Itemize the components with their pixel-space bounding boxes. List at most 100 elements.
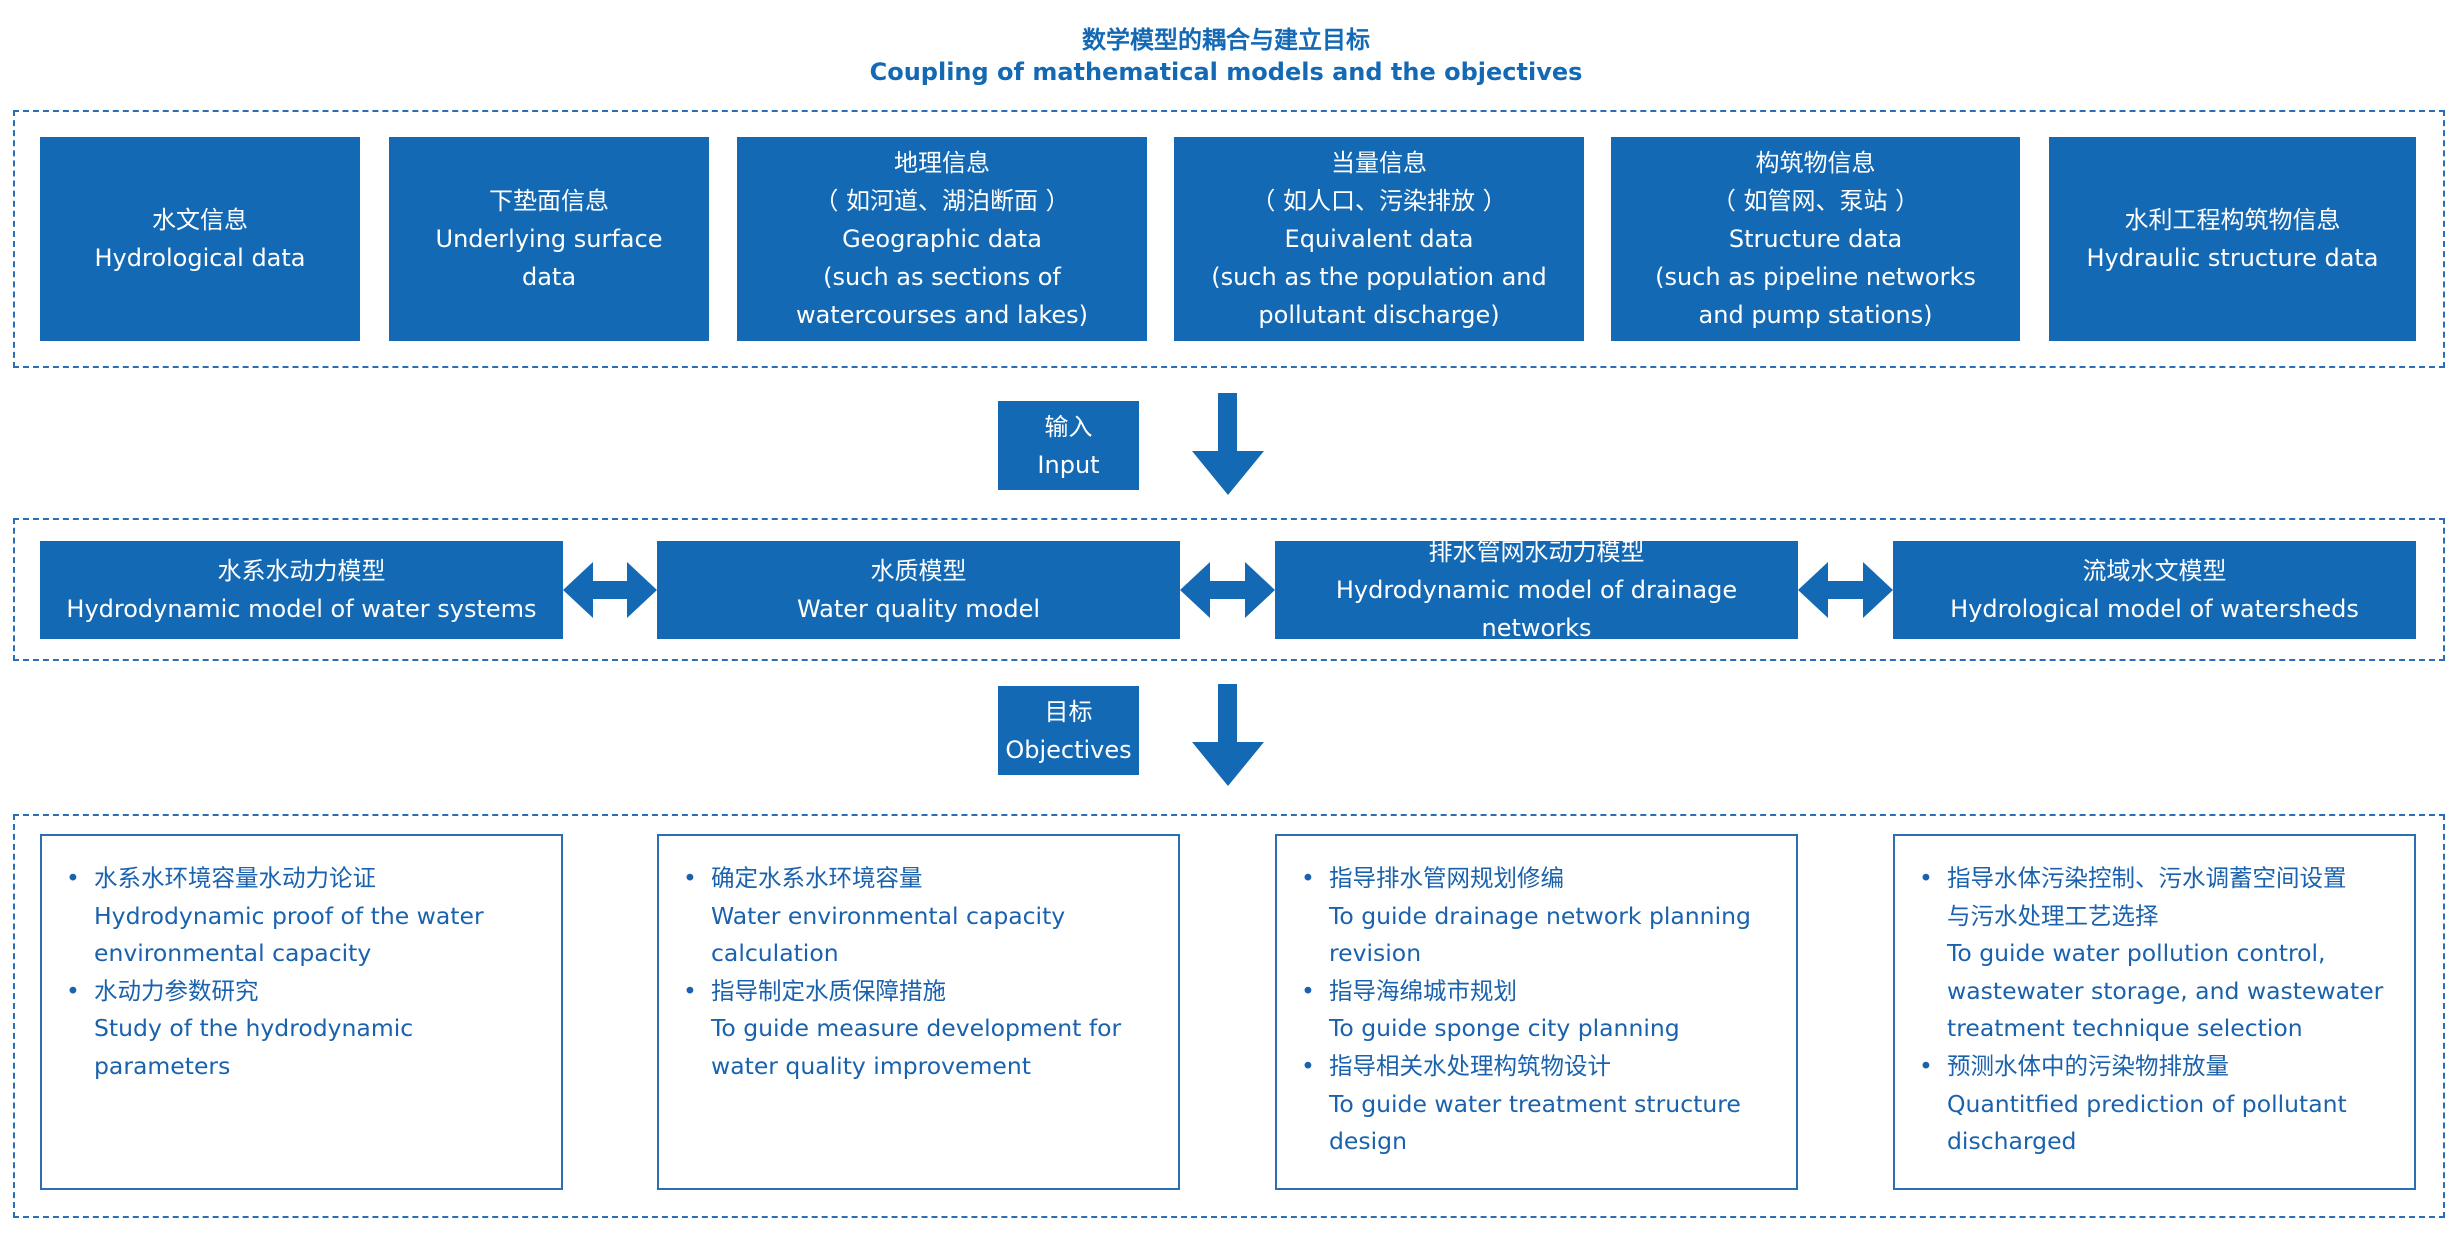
model-box-water-systems: 水系水动力模型 Hydrodynamic model of water syst…: [40, 541, 563, 639]
objective-item-line: discharged: [1947, 1127, 2077, 1156]
bullet: •: [1301, 976, 1315, 1005]
objective-item-line: parameters: [94, 1051, 231, 1080]
input-box-line: 构筑物信息: [1755, 149, 1876, 177]
objective-box-3: • 指导排水管网规划修编 To guide drainage network pla…: [1275, 834, 1798, 1190]
model-name-en: Hydrodynamic model of water systems: [66, 595, 537, 623]
model-name-zh: 流域水文模型: [2082, 557, 2227, 585]
input-box-line: pollutant discharge): [1258, 301, 1500, 329]
input-box-line: data: [521, 263, 577, 291]
objective-item: • 指导排水管网规划修编 To guide drainage network pla…: [1301, 860, 1772, 973]
objective-item-line: 水系水环境容量水动力论证: [94, 864, 376, 892]
input-box-line: 地理信息: [894, 149, 990, 177]
input-box-underlying-surface: 下垫面信息 Underlying surface data: [389, 137, 709, 341]
input-label-en: Input: [1037, 450, 1100, 479]
model-box-drainage-networks: 排水管网水动力模型 Hydrodynamic model of drainage…: [1275, 538, 1798, 642]
models-frame: [13, 518, 2445, 661]
objective-item: • 指导相关水处理构筑物设计 To guide water treatment st…: [1301, 1048, 1772, 1161]
model-name-en: Hydrological model of watersheds: [1950, 595, 2359, 623]
model-name-zh: 水系水动力模型: [217, 557, 386, 585]
objective-box-1: • 水系水环境容量水动力论证 Hydrodynamic proof of the w…: [40, 834, 563, 1190]
objective-item-line: treatment technique selection: [1947, 1014, 2303, 1043]
model-box-watersheds: 流域水文模型 Hydrological model of watersheds: [1893, 541, 2416, 639]
objective-item-line: 指导排水管网规划修编: [1329, 864, 1564, 892]
bullet: •: [1301, 864, 1315, 892]
input-label: 输入 Input: [998, 401, 1139, 490]
bullet: •: [66, 864, 80, 892]
bullet: •: [1301, 1051, 1315, 1080]
objective-item: • 指导海绵城市规划 To guide sponge city planning: [1301, 973, 1772, 1048]
objective-item-line: environmental capacity: [94, 939, 372, 968]
input-box-line: (such as sections of: [823, 263, 1061, 291]
objective-item-line: 指导相关水处理构筑物设计: [1329, 1051, 1611, 1080]
objective-item-line: To guide drainage network planning: [1329, 901, 1751, 930]
objective-item-line: To guide measure development for: [711, 1014, 1122, 1043]
input-box-line: （ 如河道、湖泊断面 ）: [814, 187, 1070, 215]
input-box-line: 下垫面信息: [489, 187, 609, 215]
objectives-frame: [13, 814, 2445, 1218]
model-name-zh: 水质模型: [870, 557, 967, 585]
input-box-line: Hydrological data: [94, 244, 306, 272]
input-box-line: Equivalent data: [1284, 225, 1474, 253]
input-box-line: （ 如管网、泵站 ）: [1711, 187, 1920, 215]
input-box-line: Underlying surface: [435, 225, 663, 253]
down-arrow-icon: [1192, 684, 1264, 786]
input-box-line: watercourses and lakes): [795, 301, 1089, 329]
objective-item-line: design: [1329, 1127, 1407, 1156]
objective-item-line: wastewater storage, and wastewater: [1947, 976, 2384, 1005]
input-box-line: 水文信息: [152, 206, 248, 234]
model-name-zh: 排水管网水动力模型: [1428, 538, 1645, 566]
input-box-equivalent: 当量信息 （ 如人口、污染排放 ） Equivalent data (such …: [1174, 137, 1584, 341]
input-box-hydrological: 水文信息 Hydrological data: [40, 137, 360, 341]
objective-item-line: 指导海绵城市规划: [1329, 976, 1517, 1005]
input-box-structure: 构筑物信息 （ 如管网、泵站 ） Structure data (such as…: [1611, 137, 2020, 341]
objective-item-line: 确定水系水环境容量: [711, 864, 923, 892]
objective-item-line: 指导水体污染控制、污水调蓄空间设置: [1947, 864, 2347, 892]
objective-item-line: 预测水体中的污染物排放量: [1947, 1051, 2229, 1080]
bullet: •: [1919, 864, 1933, 892]
objective-item-line: revision: [1329, 939, 1422, 968]
double-arrow-icon: [1180, 562, 1275, 618]
objective-item-line: To guide water pollution control,: [1947, 939, 2326, 968]
objective-item-line: To guide water treatment structure: [1329, 1089, 1741, 1118]
diagram-title-zh: 数学模型的耦合与建立目标: [1082, 26, 1370, 54]
objective-item: • 预测水体中的污染物排放量 Quantitfied prediction of p…: [1919, 1048, 2390, 1161]
objectives-label-zh: 目标: [1044, 697, 1093, 726]
objective-box-2: • 确定水系水环境容量 Water environmental capacity ca…: [657, 834, 1180, 1190]
input-box-line: (such as pipeline networks: [1655, 263, 1976, 291]
objective-item-line: 水动力参数研究: [94, 976, 259, 1005]
input-box-line: Hydraulic structure data: [2086, 244, 2379, 272]
objective-item-line: Quantitfied prediction of pollutant: [1947, 1089, 2347, 1118]
objective-item-line: 指导制定水质保障措施: [711, 976, 946, 1005]
objectives-label: 目标 Objectives: [998, 686, 1139, 775]
objective-item-line: Water environmental capacity: [711, 901, 1066, 930]
diagram-title-en: Coupling of mathematical models and the …: [869, 58, 1583, 86]
bullet: •: [66, 976, 80, 1005]
bullet: •: [1919, 1051, 1933, 1080]
objective-item-line: To guide sponge city planning: [1329, 1014, 1680, 1043]
model-box-water-quality: 水质模型 Water quality model: [657, 541, 1180, 639]
input-box-line: and pump stations): [1698, 301, 1933, 329]
double-arrow-icon: [1798, 562, 1893, 618]
input-box-line: Geographic data: [842, 225, 1042, 253]
model-name-en: Hydrodynamic model of drainage networks: [1335, 576, 1738, 642]
double-arrow-icon: [563, 562, 657, 618]
objective-item-line: Hydrodynamic proof of the water: [94, 901, 484, 930]
objective-item: • 水系水环境容量水动力论证 Hydrodynamic proof of the w…: [66, 860, 537, 973]
bullet: •: [683, 976, 697, 1005]
objective-item-line: calculation: [711, 939, 839, 968]
input-box-line: (such as the population and: [1211, 263, 1547, 291]
input-box-line: （ 如人口、污染排放 ）: [1251, 187, 1507, 215]
input-label-zh: 输入: [1044, 412, 1093, 441]
input-box-line: 当量信息: [1331, 149, 1427, 177]
input-box-geographic: 地理信息 （ 如河道、湖泊断面 ） Geographic data (such …: [737, 137, 1147, 341]
down-arrow-icon: [1192, 393, 1264, 495]
input-data-frame: [13, 110, 2445, 368]
model-name-en: Water quality model: [796, 595, 1041, 623]
input-box-line: 水利工程构筑物信息: [2124, 206, 2341, 234]
objective-item: • 指导制定水质保障措施 To guide measure development …: [683, 973, 1154, 1086]
